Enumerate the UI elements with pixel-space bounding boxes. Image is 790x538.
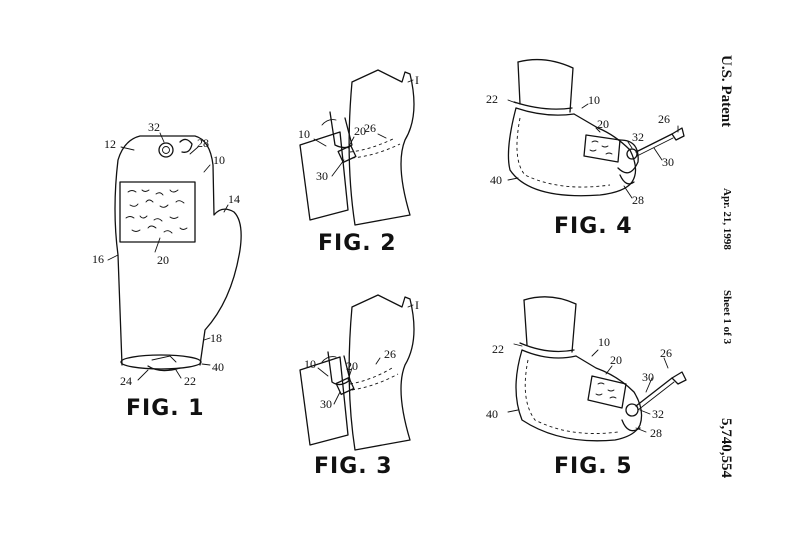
ref-26: 26 — [658, 112, 670, 126]
ref-20: 20 — [354, 124, 366, 138]
ref-32: 32 — [652, 407, 664, 421]
figure-4-label: FIG. 4 — [554, 214, 633, 239]
ref-26: 26 — [384, 347, 396, 361]
ref-10: 10 — [213, 153, 225, 167]
ref-20: 20 — [597, 117, 609, 131]
ref-26: 26 — [660, 346, 672, 360]
fig2-drawing — [299, 69, 415, 226]
ref-24: 24 — [120, 374, 132, 388]
ref-40: 40 — [490, 173, 502, 187]
ref-22: 22 — [486, 92, 498, 106]
ref-40: 40 — [212, 360, 224, 374]
fig3-drawing — [299, 294, 415, 451]
ref-12: 12 — [104, 137, 116, 151]
figure-5-label: FIG. 5 — [554, 454, 633, 479]
figure-2-label: FIG. 2 — [318, 231, 397, 256]
ref-14: 14 — [228, 192, 240, 206]
ref-22: 22 — [492, 342, 504, 356]
ref-10: 10 — [588, 93, 600, 107]
ref-20: 20 — [610, 353, 622, 367]
ref-30: 30 — [320, 397, 332, 411]
fig5-drawing — [507, 296, 687, 442]
ref-32: 32 — [148, 120, 160, 134]
ref-26: 26 — [364, 121, 376, 135]
ref-10: 10 — [304, 357, 316, 371]
ref-18: 18 — [210, 331, 222, 345]
ref-20: 20 — [346, 359, 358, 373]
patent-title: U.S. Patent — [718, 55, 734, 127]
figure-1-label: FIG. 1 — [126, 396, 205, 421]
ref-22: 22 — [184, 374, 196, 388]
patent-number: 5,740,554 — [718, 418, 734, 479]
ref-I: I — [415, 298, 419, 312]
figure-3-label: FIG. 3 — [314, 454, 393, 479]
ref-32: 32 — [632, 130, 644, 144]
ref-40: 40 — [486, 407, 498, 421]
ref-30: 30 — [316, 169, 328, 183]
figure-3: I 10 20 26 30 FIG. 3 — [299, 294, 419, 479]
figure-1: 12 32 28 10 14 16 20 18 40 24 22 FIG. 1 — [92, 120, 242, 421]
ref-28: 28 — [197, 136, 209, 150]
ref-20: 20 — [157, 253, 169, 267]
ref-28: 28 — [632, 193, 644, 207]
ref-30: 30 — [642, 370, 654, 384]
ref-16: 16 — [92, 252, 104, 266]
ref-I: I — [415, 73, 419, 87]
fig4-drawing — [507, 58, 685, 199]
figure-4: 22 10 20 32 26 30 40 28 FIG. 4 — [486, 58, 685, 239]
patent-date: Apr. 21, 1998 — [721, 188, 733, 250]
mitt-drawing — [107, 132, 242, 381]
figure-5: 22 10 20 26 30 32 40 28 FIG. 5 — [486, 296, 687, 479]
ref-30: 30 — [662, 155, 674, 169]
patent-sheet: Sheet 1 of 3 — [721, 290, 733, 345]
ref-10: 10 — [298, 127, 310, 141]
ref-10: 10 — [598, 335, 610, 349]
patent-header: U.S. Patent Apr. 21, 1998 Sheet 1 of 3 5… — [718, 55, 734, 479]
figure-2: I 10 20 26 30 FIG. 2 — [298, 69, 419, 256]
ref-28: 28 — [650, 426, 662, 440]
